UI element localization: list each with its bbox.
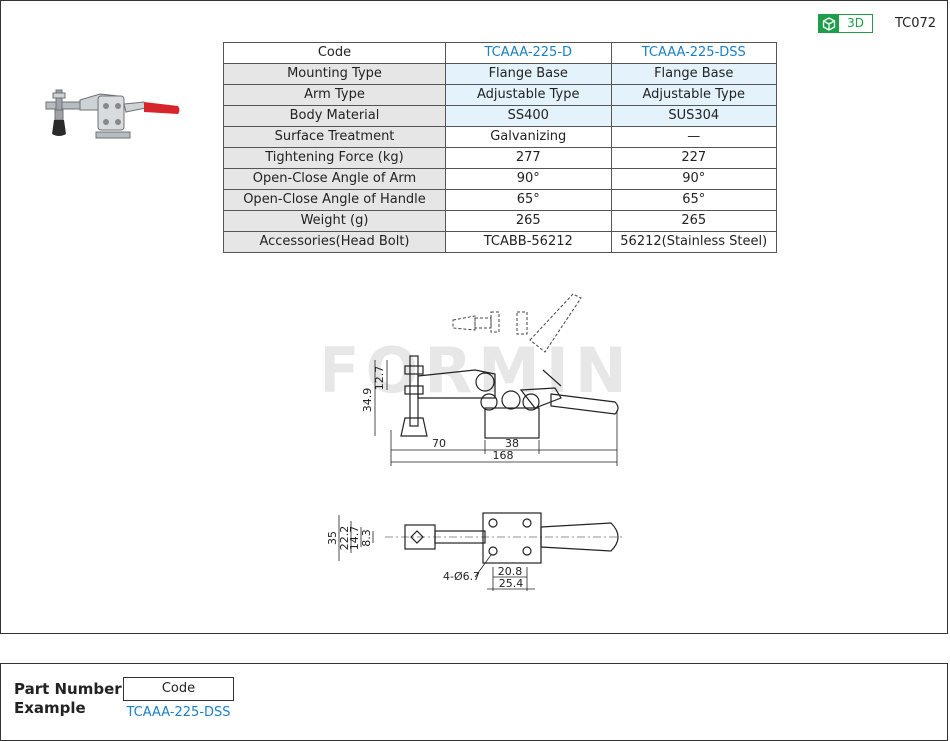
row-label: Accessories(Head Bolt): [223, 231, 446, 253]
3d-label: 3D: [847, 16, 864, 30]
row-label: Body Material: [223, 105, 446, 127]
row-label: Weight (g): [223, 210, 446, 232]
table-row: Surface Treatment Galvanizing —: [223, 126, 777, 148]
table-row: Open-Close Angle of Arm 90° 90°: [223, 168, 777, 190]
row-value-col1: 65°: [445, 189, 612, 211]
row-value-col2: 56212(Stainless Steel): [610, 231, 777, 253]
table-header-col1[interactable]: TCAAA-225-D: [445, 42, 612, 64]
row-value-col1: Flange Base: [445, 63, 612, 85]
table-header-col2[interactable]: TCAAA-225-DSS: [610, 42, 777, 64]
row-label: Open-Close Angle of Arm: [223, 168, 446, 190]
cube-icon: [819, 15, 839, 32]
table-header-row: Code TCAAA-225-D TCAAA-225-DSS: [223, 42, 777, 64]
dim-25-4: 25.4: [499, 577, 524, 590]
row-value-col2: 90°: [610, 168, 777, 190]
row-value-col1: SS400: [445, 105, 612, 127]
row-value-col1: 90°: [445, 168, 612, 190]
row-label: Arm Type: [223, 84, 446, 106]
table-header-label: Code: [223, 42, 446, 64]
row-label: Surface Treatment: [223, 126, 446, 148]
table-row: Open-Close Angle of Handle 65° 65°: [223, 189, 777, 211]
dim-70: 70: [432, 437, 446, 450]
row-value-col1: Adjustable Type: [445, 84, 612, 106]
dim-22-2: 22.2: [338, 526, 351, 551]
table-row: Arm Type Adjustable Type Adjustable Type: [223, 84, 777, 106]
3d-model-button[interactable]: 3D: [818, 14, 873, 33]
part-number-label-line2: Example: [14, 699, 86, 717]
series-code: TC072: [895, 16, 937, 31]
top-view-drawing: 35 22.2 14.7 8.3 4-Ø6.7 20.8 25.4: [325, 505, 635, 599]
row-value-col1: 277: [445, 147, 612, 169]
table-row: Body Material SS400 SUS304: [223, 105, 777, 127]
row-label: Open-Close Angle of Handle: [223, 189, 446, 211]
dim-38: 38: [505, 437, 519, 450]
table-row: Mounting Type Flange Base Flange Base: [223, 63, 777, 85]
side-view-drawing: FORMIN: [317, 290, 635, 474]
dim-hole: 4-Ø6.7: [443, 570, 480, 583]
row-value-col2: —: [610, 126, 777, 148]
part-number-section: [0, 663, 948, 741]
row-value-col1: Galvanizing: [445, 126, 612, 148]
part-number-label: Part Number Example: [14, 680, 122, 718]
row-value-col2: Flange Base: [610, 63, 777, 85]
dim-12-7: 12.7: [373, 366, 386, 391]
row-value-col2: 265: [610, 210, 777, 232]
table-row: Weight (g) 265 265: [223, 210, 777, 232]
row-value-col2: 65°: [610, 189, 777, 211]
row-label: Tightening Force (kg): [223, 147, 446, 169]
row-value-col2: Adjustable Type: [610, 84, 777, 106]
row-value-col1: TCABB-56212: [445, 231, 612, 253]
row-value-col2: 227: [610, 147, 777, 169]
table-row: Tightening Force (kg) 277 227: [223, 147, 777, 169]
product-photo: [40, 82, 182, 148]
part-number-example[interactable]: TCAAA-225-DSS: [126, 705, 231, 720]
part-number-label-line1: Part Number: [14, 680, 122, 698]
part-number-code-box: Code: [123, 677, 234, 701]
spec-table: Code TCAAA-225-D TCAAA-225-DSS Mounting …: [223, 42, 777, 253]
table-row: Accessories(Head Bolt) TCABB-56212 56212…: [223, 231, 777, 253]
dim-34-9: 34.9: [361, 388, 374, 413]
dim-168: 168: [493, 449, 514, 462]
row-value-col2: SUS304: [610, 105, 777, 127]
dim-20-8: 20.8: [498, 565, 523, 578]
dim-8-3: 8.3: [360, 529, 373, 547]
dim-35: 35: [326, 531, 339, 545]
row-value-col1: 265: [445, 210, 612, 232]
dim-14-7: 14.7: [348, 526, 361, 551]
spec-sheet-frame: [0, 0, 948, 634]
row-label: Mounting Type: [223, 63, 446, 85]
